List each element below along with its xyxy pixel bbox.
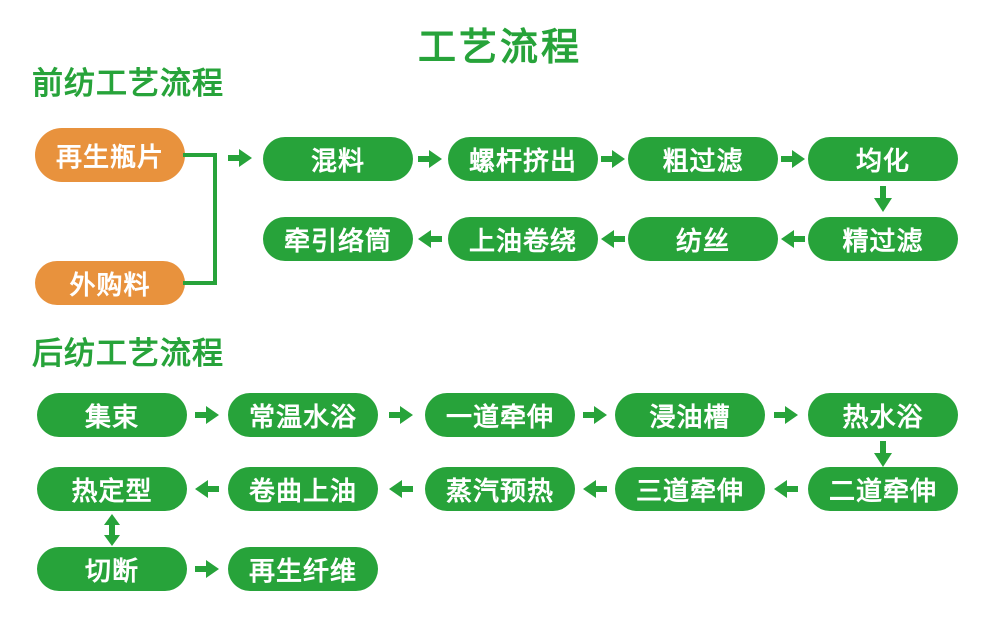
- arrow-left-icon: [418, 230, 442, 248]
- page-title: 工艺流程: [417, 27, 582, 69]
- arrow-right-icon: [195, 560, 219, 578]
- node-steam-preheating: 蒸汽预热: [425, 467, 575, 511]
- node-spinning: 纺丝: [628, 217, 778, 261]
- node-traction-winding: 牵引络筒: [263, 217, 413, 261]
- node-crimping-oiling: 卷曲上油: [228, 467, 378, 511]
- arrow-down-icon: [874, 441, 892, 467]
- arrow-left-icon: [601, 230, 625, 248]
- arrow-right-icon: [583, 406, 607, 424]
- arrow-left-icon: [583, 480, 607, 498]
- node-mixing: 混料: [263, 137, 413, 181]
- arrow-right-icon: [781, 150, 805, 168]
- node-fine-filtration: 精过滤: [808, 217, 958, 261]
- arrow-left-icon: [781, 230, 805, 248]
- arrow-right-icon: [195, 406, 219, 424]
- arrow-right-icon: [418, 150, 442, 168]
- node-bundling: 集束: [37, 393, 187, 437]
- arrow-left-icon: [774, 480, 798, 498]
- node-hot-water-bath: 热水浴: [808, 393, 958, 437]
- node-first-drawing: 一道牵伸: [425, 393, 575, 437]
- node-room-temp-water-bath: 常温水浴: [228, 393, 378, 437]
- node-recycled-bottle-flakes: 再生瓶片: [35, 128, 185, 182]
- arrow-right-icon: [774, 406, 798, 424]
- arrow-right-icon: [601, 150, 625, 168]
- arrow-left-icon: [195, 480, 219, 498]
- node-cutting: 切断: [37, 547, 187, 591]
- arrow-right-icon: [389, 406, 413, 424]
- arrow-right-icon: [228, 149, 252, 167]
- connector-line: [183, 281, 217, 285]
- node-heat-setting: 热定型: [37, 467, 187, 511]
- connector-line: [183, 153, 217, 157]
- node-purchased-material: 外购料: [35, 261, 185, 305]
- node-homogenization: 均化: [808, 137, 958, 181]
- node-third-drawing: 三道牵伸: [615, 467, 765, 511]
- arrow-left-icon: [389, 480, 413, 498]
- front-section-title: 前纺工艺流程: [32, 66, 224, 101]
- arrow-up-down-icon: [103, 514, 121, 546]
- back-section-title: 后纺工艺流程: [32, 336, 224, 371]
- arrow-down-icon: [874, 186, 892, 212]
- node-screw-extrusion: 螺杆挤出: [448, 137, 598, 181]
- connector-line: [213, 153, 217, 285]
- node-oiling-winding: 上油卷绕: [448, 217, 598, 261]
- node-coarse-filtration: 粗过滤: [628, 137, 778, 181]
- node-recycled-fiber: 再生纤维: [228, 547, 378, 591]
- node-oil-dipping-tank: 浸油槽: [615, 393, 765, 437]
- node-second-drawing: 二道牵伸: [808, 467, 958, 511]
